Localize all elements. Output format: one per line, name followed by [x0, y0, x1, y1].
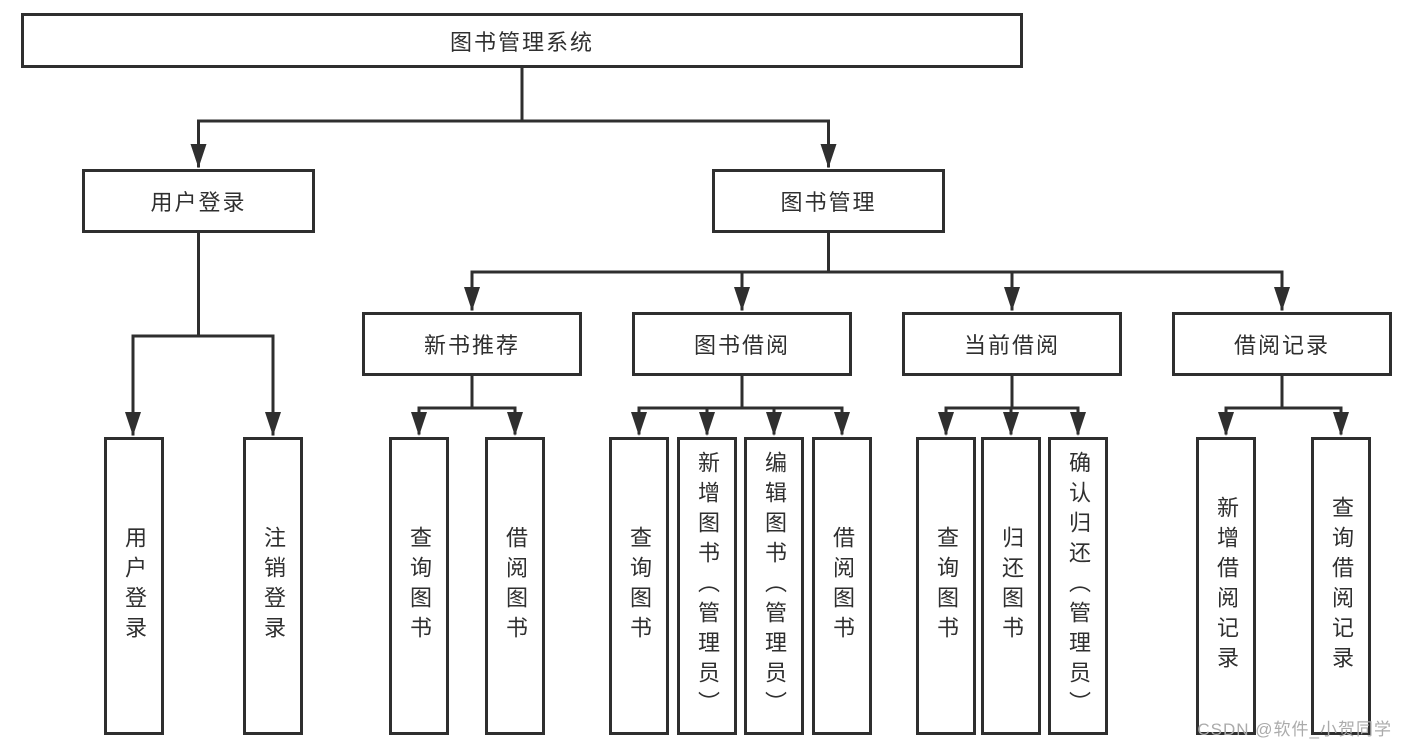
node-user-login-label: 用户登录: [150, 190, 247, 215]
leaf-user-login: 用户登录: [104, 437, 164, 735]
node-root: 图书管理系统: [21, 13, 1023, 68]
node-current-borrow: 当前借阅: [902, 312, 1122, 376]
node-current-borrow-label: 当前借阅: [963, 333, 1060, 358]
leaf-newrec-query-books: 查询图书: [389, 437, 449, 735]
leaf-records-add-record: 新增借阅记录: [1196, 437, 1256, 735]
leaf-borrow-edit-books-admin-label: 编辑图书（管理员）: [762, 451, 787, 721]
node-book-mgmt: 图书管理: [712, 169, 945, 233]
node-book-mgmt-label: 图书管理: [780, 190, 877, 215]
leaf-current-return-books-label: 归还图书: [999, 526, 1024, 646]
leaf-current-return-books: 归还图书: [981, 437, 1041, 735]
leaf-current-query-books: 查询图书: [916, 437, 976, 735]
leaf-borrow-query-books: 查询图书: [609, 437, 669, 735]
node-borrow-records: 借阅记录: [1172, 312, 1392, 376]
node-new-book-rec: 新书推荐: [362, 312, 582, 376]
node-borrow-records-label: 借阅记录: [1233, 333, 1330, 358]
node-book-borrow: 图书借阅: [632, 312, 852, 376]
csdn-watermark: CSDN @软件_小贺同学: [1197, 720, 1392, 739]
leaf-borrow-query-books-label: 查询图书: [627, 526, 652, 646]
node-book-borrow-label: 图书借阅: [693, 333, 790, 358]
arrowheads: [125, 144, 1349, 436]
leaf-records-query-record: 查询借阅记录: [1311, 437, 1371, 735]
leaf-newrec-borrow-books: 借阅图书: [485, 437, 545, 735]
leaf-borrow-borrow-books: 借阅图书: [812, 437, 872, 735]
leaf-current-confirm-return-admin-label: 确认归还（管理员）: [1066, 451, 1091, 721]
leaf-borrow-borrow-books-label: 借阅图书: [830, 526, 855, 646]
leaf-logout: 注销登录: [243, 437, 303, 735]
leaf-borrow-add-books-admin: 新增图书（管理员）: [677, 437, 737, 735]
node-root-label: 图书管理系统: [449, 29, 594, 55]
node-user-login: 用户登录: [82, 169, 315, 233]
leaf-newrec-borrow-books-label: 借阅图书: [503, 526, 528, 646]
leaf-current-query-books-label: 查询图书: [934, 526, 959, 646]
node-new-book-rec-label: 新书推荐: [423, 333, 520, 358]
leaf-borrow-add-books-admin-label: 新增图书（管理员）: [695, 451, 720, 721]
leaf-user-login-label: 用户登录: [122, 526, 147, 646]
leaf-newrec-query-books-label: 查询图书: [407, 526, 432, 646]
leaf-current-confirm-return-admin: 确认归还（管理员）: [1048, 437, 1108, 735]
leaf-records-query-record-label: 查询借阅记录: [1329, 496, 1354, 676]
leaf-logout-label: 注销登录: [261, 526, 286, 646]
leaf-records-add-record-label: 新增借阅记录: [1214, 496, 1239, 676]
leaf-borrow-edit-books-admin: 编辑图书（管理员）: [744, 437, 804, 735]
